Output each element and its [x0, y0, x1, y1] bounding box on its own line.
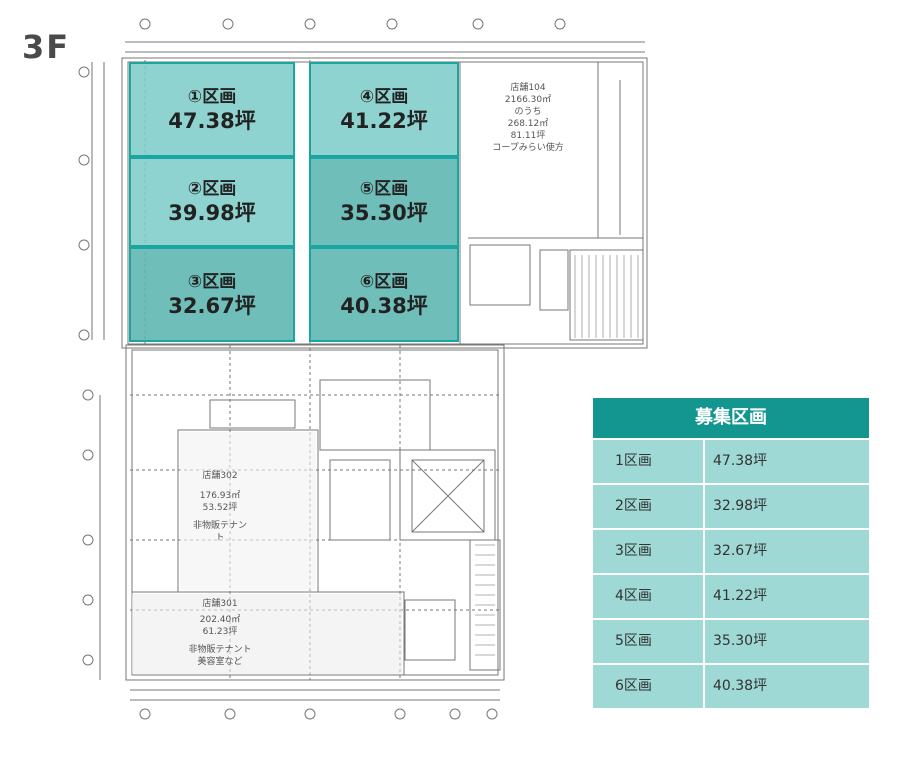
store-301-label: 店舗301 202.40㎡ 61.23坪 非物販テナント 美容室など: [188, 599, 252, 667]
table-row: 6区画 40.38坪: [593, 663, 869, 708]
zone-4[interactable]: ④区画 41.22坪: [309, 62, 459, 157]
table-row: 2区画 32.98坪: [593, 483, 869, 528]
row-area: 35.30坪: [703, 620, 869, 663]
table-row: 4区画 41.22坪: [593, 573, 869, 618]
zone-4-area: 41.22坪: [340, 108, 428, 133]
floor-label: 3F: [22, 28, 71, 66]
row-area: 32.98坪: [703, 485, 869, 528]
row-zone: 3区画: [615, 543, 652, 559]
zone-5[interactable]: ⑤区画 35.30坪: [309, 157, 459, 247]
row-zone: 1区画: [615, 453, 652, 469]
row-zone: 4区画: [615, 588, 652, 604]
coop-note: コープみらい使方: [492, 143, 564, 153]
zone-2[interactable]: ②区画 39.98坪: [129, 157, 295, 247]
recruitment-table: 募集区画 1区画 47.38坪 2区画 32.98坪 3区画 32.67坪 4区…: [593, 398, 869, 708]
zone-1[interactable]: ①区画 47.38坪: [129, 62, 295, 157]
row-area: 32.67坪: [703, 530, 869, 573]
row-area: 47.38坪: [703, 440, 869, 483]
table-row: 3区画 32.67坪: [593, 528, 869, 573]
row-zone: 6区画: [615, 678, 652, 694]
row-zone: 5区画: [615, 633, 652, 649]
row-area: 41.22坪: [703, 575, 869, 618]
store-302-label: 店舗302 176.93㎡ 53.52坪 非物販テナント: [192, 471, 247, 543]
row-zone: 2区画: [615, 498, 652, 514]
zone-5-name: ⑤区画: [359, 179, 409, 199]
zone-6-name: ⑥区画: [359, 271, 409, 292]
zone-6[interactable]: ⑥区画 40.38坪: [309, 247, 459, 342]
zone-1-area: 47.38坪: [168, 108, 256, 133]
zone-5-area: 35.30坪: [340, 201, 428, 225]
table-title: 募集区画: [593, 398, 869, 438]
table-row: 1区画 47.38坪: [593, 438, 869, 483]
table-row: 5区画 35.30坪: [593, 618, 869, 663]
zone-6-area: 40.38坪: [340, 293, 428, 318]
zone-3-area: 32.67坪: [168, 293, 256, 318]
zone-3-name: ③区画: [187, 271, 237, 292]
zone-4-name: ④区画: [359, 86, 409, 107]
store-104-label: 店舗104 2166.30㎡ のうち 268.12㎡ 81.11坪: [504, 83, 552, 141]
zone-1-name: ①区画: [187, 86, 237, 107]
zone-2-name: ②区画: [187, 179, 237, 199]
zone-2-area: 39.98坪: [168, 201, 256, 225]
row-area: 40.38坪: [703, 665, 869, 708]
zone-3[interactable]: ③区画 32.67坪: [129, 247, 295, 342]
